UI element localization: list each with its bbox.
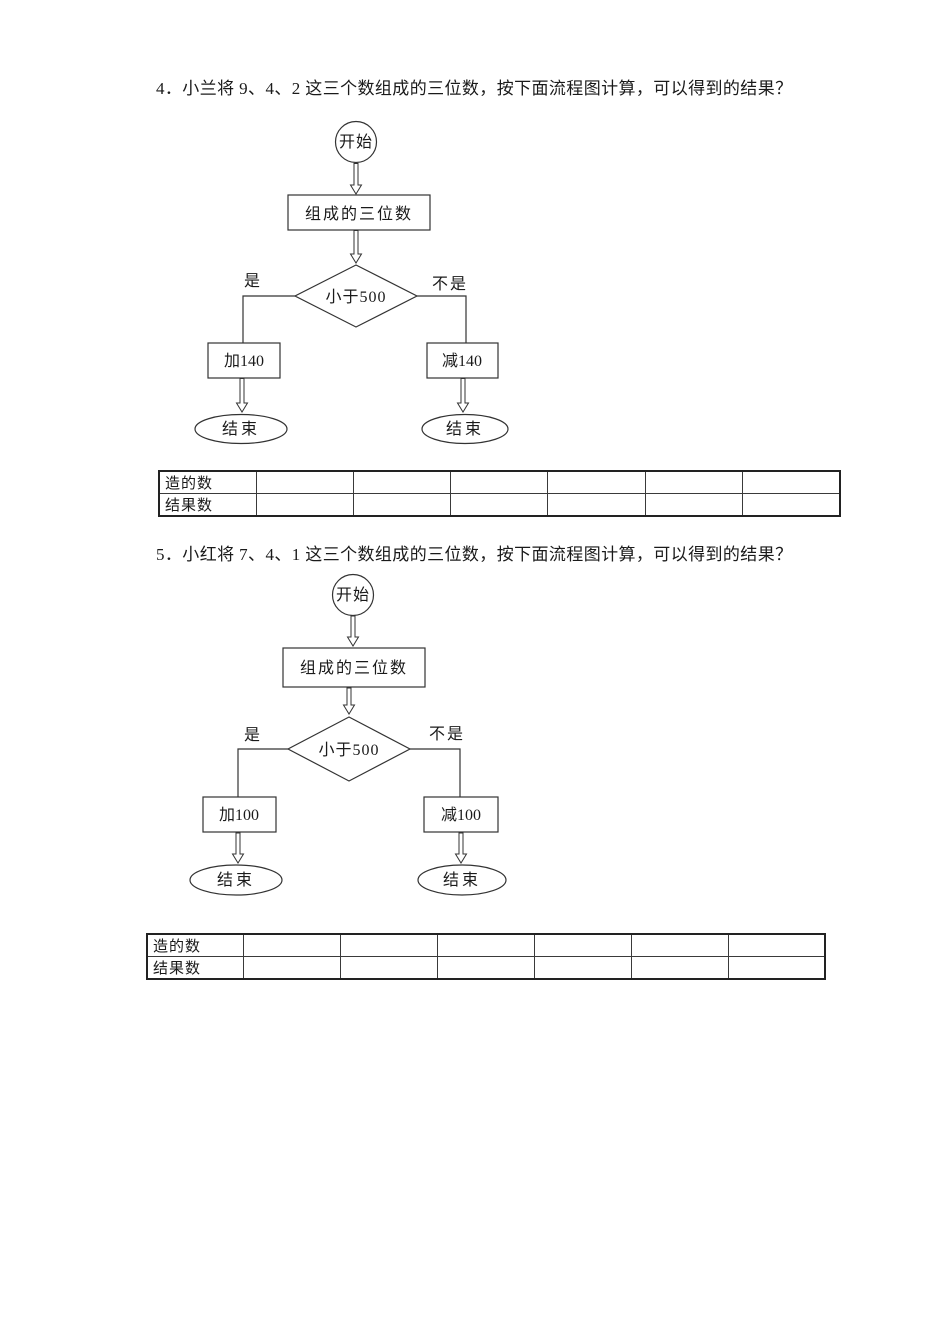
table-row-result-number: 结果数 <box>158 493 841 517</box>
table-cell-empty <box>533 956 632 980</box>
table-cell-empty <box>242 933 341 957</box>
decision-diamond <box>286 716 412 782</box>
table-cell-empty <box>450 470 549 494</box>
table-cell-empty <box>727 956 826 980</box>
no-branch-label: 不是 <box>432 276 468 293</box>
start-label: 开始 <box>339 133 373 151</box>
table-cell-empty <box>742 493 841 517</box>
process-label: 组成的三位数 <box>305 205 413 223</box>
table-cell-empty <box>352 493 452 517</box>
table-cell-empty <box>450 493 549 517</box>
no-branch-connector <box>410 748 461 797</box>
arrow-process-to-decision <box>349 230 363 264</box>
flowchart-question-4: 开始 组成的三位数 小于500 是 不是 加140 减140 结束 结束 <box>194 120 509 445</box>
end-terminator-right <box>417 864 507 896</box>
end-terminator-left <box>189 864 283 896</box>
process-box <box>282 647 426 688</box>
no-action-box <box>426 342 499 379</box>
no-branch-connector <box>417 295 467 343</box>
end-terminator-right <box>421 413 509 445</box>
question-5-text: 5．小红将 7、4、1 这三个数组成的三位数，按下面流程图计算，可以得到的结果？ <box>156 545 793 564</box>
yes-action-label: 加100 <box>219 806 259 824</box>
table-cell-empty <box>630 933 729 957</box>
answer-table-question-4: 造的数 结果数 <box>158 470 841 517</box>
end-terminator-left <box>194 413 288 445</box>
table-row-made-number: 造的数 <box>146 933 826 957</box>
yes-branch-connector <box>242 295 295 343</box>
decision-diamond <box>293 264 419 328</box>
table-cell-empty <box>547 493 646 517</box>
process-box <box>287 194 431 231</box>
question-4-text: 4．小兰将 9、4、2 这三个数组成的三位数，按下面流程图计算，可以得到的结果？ <box>156 79 793 98</box>
end-left-label: 结束 <box>217 871 255 889</box>
yes-action-label: 加140 <box>224 352 264 370</box>
yes-branch-label: 是 <box>244 727 260 744</box>
end-right-label: 结束 <box>443 871 481 889</box>
table-cell-empty <box>547 470 646 494</box>
flowchart-question-5: 开始 组成的三位数 小于500 是 不是 加100 减100 结束 结束 <box>189 573 507 896</box>
row-label-made-number: 造的数 <box>146 933 244 957</box>
table-cell-empty <box>339 933 438 957</box>
table-row-made-number: 造的数 <box>158 470 841 494</box>
table-cell-empty <box>644 493 744 517</box>
arrow-no-action-to-end <box>454 832 468 864</box>
decision-label: 小于500 <box>325 288 386 306</box>
no-action-label: 减100 <box>441 806 481 824</box>
table-cell-empty <box>727 933 826 957</box>
arrow-start-to-process <box>346 615 360 647</box>
yes-action-box <box>207 342 281 379</box>
no-branch-label: 不是 <box>429 726 465 743</box>
row-label-result-number: 结果数 <box>158 493 257 517</box>
table-cell-empty <box>630 956 729 980</box>
table-cell-empty <box>352 470 452 494</box>
table-cell-empty <box>644 470 744 494</box>
table-cell-empty <box>742 470 841 494</box>
arrow-yes-action-to-end <box>235 378 249 413</box>
answer-table-question-5: 造的数 结果数 <box>146 933 826 980</box>
table-row-result-number: 结果数 <box>146 956 826 980</box>
decision-label: 小于500 <box>318 741 379 759</box>
no-action-box <box>423 796 499 833</box>
table-cell-empty <box>242 956 341 980</box>
arrow-process-to-decision <box>342 687 356 715</box>
table-cell-empty <box>339 956 438 980</box>
yes-branch-connector <box>237 748 288 797</box>
process-label: 组成的三位数 <box>300 659 408 677</box>
end-left-label: 结束 <box>222 420 260 438</box>
arrow-yes-action-to-end <box>231 832 245 864</box>
end-right-label: 结束 <box>446 420 484 438</box>
row-label-made-number: 造的数 <box>158 470 257 494</box>
yes-action-box <box>202 796 277 833</box>
yes-branch-label: 是 <box>244 273 260 290</box>
table-cell-empty <box>255 470 354 494</box>
arrow-start-to-process <box>349 163 363 195</box>
start-terminator <box>334 120 378 164</box>
no-action-label: 减140 <box>442 352 482 370</box>
table-cell-empty <box>255 493 354 517</box>
table-cell-empty <box>436 933 535 957</box>
table-cell-empty <box>533 933 632 957</box>
row-label-result-number: 结果数 <box>146 956 244 980</box>
arrow-no-action-to-end <box>456 378 470 413</box>
table-cell-empty <box>436 956 535 980</box>
start-label: 开始 <box>336 586 370 604</box>
